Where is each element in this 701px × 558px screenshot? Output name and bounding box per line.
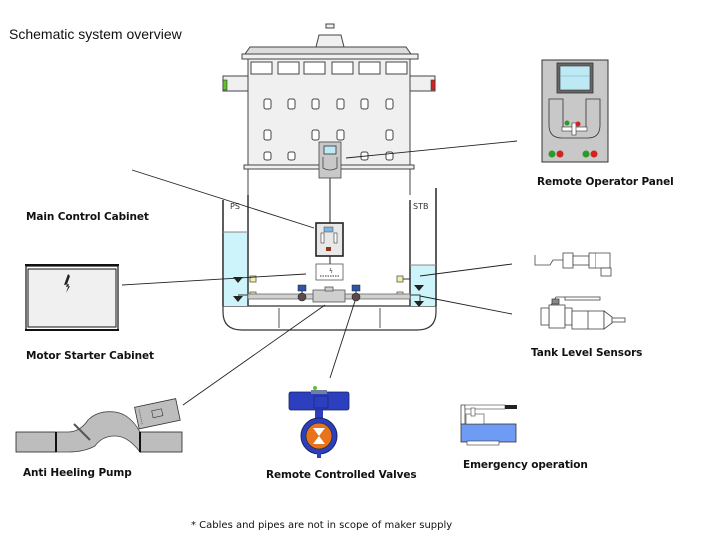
green-light-icon bbox=[222, 79, 228, 91]
remote-operator-panel-icon bbox=[541, 59, 609, 163]
leader-lines bbox=[121, 140, 518, 406]
starboard-tank-label: STB bbox=[413, 202, 428, 211]
ship-hull: ϟ bbox=[222, 141, 437, 331]
scope-footnote: * Cables and pipes are not in scope of m… bbox=[191, 520, 453, 531]
page-title: Schematic system overview bbox=[9, 26, 182, 42]
motor-starter-cabinet-icon bbox=[25, 264, 119, 331]
lightning-icon bbox=[64, 274, 70, 293]
port-tank-label: PS bbox=[230, 202, 240, 211]
main-control-cabinet-label: Main Control Cabinet bbox=[26, 211, 149, 223]
remote-controlled-valve-icon bbox=[288, 386, 350, 458]
port-tank-water bbox=[223, 232, 248, 306]
anti-heeling-pump-icon bbox=[15, 398, 183, 454]
red-light-icon bbox=[430, 79, 436, 91]
motor-starter-cabinet-label: Motor Starter Cabinet bbox=[26, 350, 154, 362]
emergency-operation-icon bbox=[460, 404, 517, 446]
tank-level-sensors-label: Tank Level Sensors bbox=[531, 347, 643, 359]
anti-heeling-pump-label: Anti Heeling Pump bbox=[23, 467, 132, 479]
remote-controlled-valves-label: Remote Controlled Valves bbox=[266, 469, 417, 481]
remote-operator-panel-label: Remote Operator Panel bbox=[537, 176, 674, 188]
emergency-operation-label: Emergency operation bbox=[463, 459, 588, 471]
svg-text:ϟ: ϟ bbox=[329, 268, 333, 275]
tank-level-sensors-icon bbox=[534, 252, 626, 330]
